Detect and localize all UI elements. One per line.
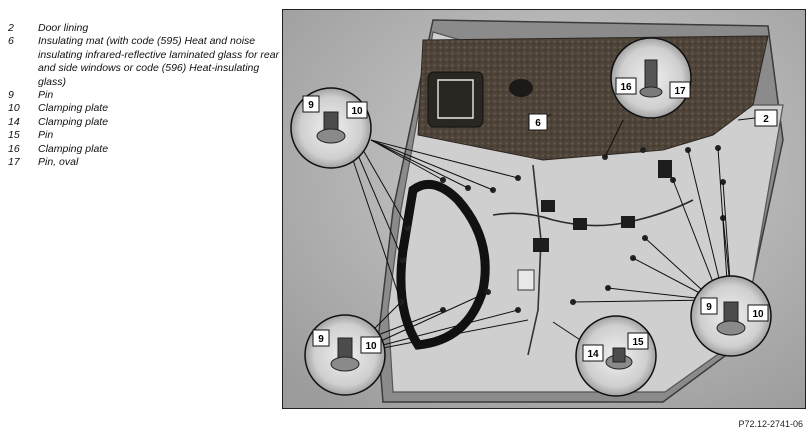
- legend-item: 10 Clamping plate: [8, 102, 280, 115]
- legend-description: Clamping plate: [38, 142, 109, 155]
- callout-9a: 9: [308, 100, 314, 111]
- legend-number: 16: [8, 142, 20, 155]
- callout-9c-box: [700, 297, 718, 315]
- legend: 2 Door lining 6 Insulating mat (with cod…: [8, 22, 280, 169]
- callout-9b-box: [312, 329, 330, 347]
- callout-9c: 9: [706, 302, 712, 313]
- callout-14: 14: [587, 349, 599, 360]
- callout-2-box: [754, 109, 778, 127]
- legend-description: Pin: [38, 89, 54, 102]
- legend-description: Insulating mat (with code (595) Heat and…: [38, 35, 280, 88]
- connector: [517, 269, 535, 291]
- callout-10c: 10: [752, 309, 764, 320]
- legend-item: 14 Clamping plate: [8, 116, 280, 129]
- legend-description: Pin: [38, 129, 54, 142]
- door-panel-photo: 2 6 16 17 9 10 9 10 14 15: [282, 9, 806, 409]
- wiring-harness: [492, 199, 694, 227]
- mat-opening: [509, 79, 533, 97]
- callout-9a-box: [302, 95, 320, 113]
- clamping-plate: [330, 356, 360, 372]
- connector: [658, 160, 672, 178]
- wiring-harness: [527, 164, 542, 356]
- clamping-plate: [639, 86, 663, 98]
- callout-16: 16: [620, 82, 632, 93]
- callout-16-box: [615, 77, 637, 95]
- legend-item: 17 Pin, oval: [8, 156, 280, 169]
- mat-wiring: [437, 79, 474, 119]
- callout-6-box: [528, 113, 548, 131]
- clamping-plate: [716, 320, 746, 336]
- legend-item: 2 Door lining: [8, 22, 280, 35]
- legend-number: 10: [8, 102, 20, 115]
- door-panel-illustration: 2 6 16 17 9 10 9 10 14 15: [283, 10, 805, 408]
- callout-15: 15: [632, 337, 644, 348]
- connector: [621, 216, 635, 228]
- figure-reference-id: P72.12-2741-06: [738, 419, 803, 429]
- legend-item: 6 Insulating mat (with code (595) Heat a…: [8, 35, 280, 89]
- legend-number: 17: [8, 156, 20, 169]
- callout-2: 2: [763, 114, 769, 125]
- callout-10a: 10: [351, 106, 363, 117]
- legend-description: Clamping plate: [38, 115, 109, 128]
- callout-9b: 9: [318, 334, 324, 345]
- callout-14-box: [582, 344, 604, 362]
- legend-item: 16 Clamping plate: [8, 143, 280, 156]
- legend-description: Pin, oval: [38, 156, 79, 169]
- legend-number: 6: [8, 35, 14, 48]
- mat-cutout: [427, 71, 484, 128]
- callout-10b: 10: [365, 341, 377, 352]
- connector: [533, 238, 549, 252]
- connector: [541, 200, 555, 212]
- callout-17-box: [669, 81, 691, 99]
- callout-17: 17: [674, 86, 686, 97]
- legend-number: 15: [8, 129, 20, 142]
- callout-10a-box: [346, 101, 368, 119]
- legend-item: 15 Pin: [8, 129, 280, 142]
- callout-6: 6: [535, 118, 541, 129]
- pin: [612, 347, 626, 363]
- legend-description: Door lining: [38, 22, 89, 34]
- legend-item: 9 Pin: [8, 89, 280, 102]
- legend-description: Clamping plate: [38, 102, 109, 115]
- legend-number: 2: [8, 22, 14, 34]
- callout-15-box: [627, 332, 649, 350]
- callout-10b-box: [360, 336, 382, 354]
- legend-number: 14: [8, 115, 20, 128]
- legend-number: 9: [8, 89, 14, 102]
- oval-pin: [644, 59, 658, 91]
- connector: [573, 218, 587, 230]
- callout-10c-box: [747, 304, 769, 322]
- clamping-plate: [316, 128, 346, 144]
